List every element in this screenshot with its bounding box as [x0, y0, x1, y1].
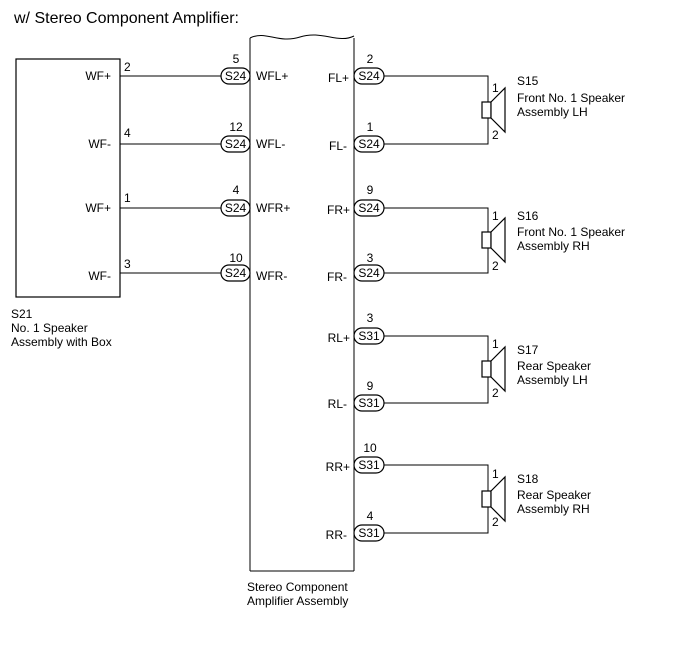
connector-pin-number: 10 — [229, 251, 243, 265]
connector-code: S24 — [358, 266, 380, 280]
connector-code: S24 — [225, 201, 247, 215]
connector-code: S31 — [358, 458, 380, 472]
subwoofer-name-line1: No. 1 Speaker — [11, 321, 88, 335]
connector-code: S24 — [225, 266, 247, 280]
speaker-name-line1: Front No. 1 Speaker — [517, 225, 625, 239]
speaker-icon — [481, 86, 506, 134]
amp-terminal-label: WFL- — [256, 137, 285, 151]
speaker-icon — [481, 216, 506, 264]
amplifier-box — [249, 34, 355, 572]
subwoofer-wire-4: WF- 3 S24 10 WFR- — [88, 251, 287, 283]
amp-terminal-label: FR- — [327, 270, 347, 284]
connector-code: S31 — [358, 396, 380, 410]
connector-code: S24 — [358, 137, 380, 151]
amp-terminal-label: FL- — [329, 139, 347, 153]
sub-pin-number: 1 — [124, 191, 131, 205]
amp-terminal-label: RR+ — [326, 460, 350, 474]
sub-terminal-label: WF- — [88, 269, 111, 283]
connector-pin-number: 9 — [367, 379, 374, 393]
amplifier-label-line2: Amplifier Assembly — [247, 594, 348, 608]
amp-terminal-label: FL+ — [328, 71, 349, 85]
connector-pill — [220, 135, 251, 153]
speaker-name-line1: Front No. 1 Speaker — [517, 91, 625, 105]
amp-terminal-label: RR- — [326, 528, 347, 542]
subwoofer-name-line2: Assembly with Box — [11, 335, 112, 349]
speaker-pin-number: 2 — [492, 128, 499, 142]
connector-pin-number: 10 — [363, 441, 377, 455]
connector-pin-number: 4 — [367, 509, 374, 523]
sub-terminal-label: WF+ — [85, 69, 111, 83]
speaker-code: S15 — [517, 74, 539, 88]
diagram-title: w/ Stereo Component Amplifier: — [13, 10, 239, 27]
speaker-icon — [481, 475, 506, 523]
speaker-pin-number: 2 — [492, 386, 499, 400]
subwoofer-code: S21 — [11, 307, 33, 321]
speaker-code: S16 — [517, 209, 539, 223]
sub-pin-number: 4 — [124, 126, 131, 140]
amp-terminal-label: WFL+ — [256, 69, 288, 83]
speaker-pin-number: 1 — [492, 337, 499, 351]
speaker-pin-number: 1 — [492, 209, 499, 223]
speaker-name-line1: Rear Speaker — [517, 359, 591, 373]
connector-code: S24 — [358, 201, 380, 215]
connector-pin-number: 1 — [367, 120, 374, 134]
connector-pill — [220, 199, 251, 217]
connector-code: S31 — [358, 526, 380, 540]
connector-pin-number: 2 — [367, 52, 374, 66]
speaker-name-line2: Assembly LH — [517, 373, 588, 387]
connector-pin-number: 3 — [367, 251, 374, 265]
subwoofer-wire-2: WF- 4 S24 12 WFL- — [88, 120, 285, 153]
speaker-group-s16: FR+ 9 S24 FR- 3 S24 1 2 S16 Front No. 1 … — [327, 183, 625, 284]
connector-pin-number: 9 — [367, 183, 374, 197]
speaker-code: S17 — [517, 343, 539, 357]
connector-pill — [220, 264, 251, 282]
subwoofer-wire-1: WF+ 2 S24 5 WFL+ — [85, 52, 288, 85]
connector-pin-number: 3 — [367, 311, 374, 325]
connector-pin-number: 4 — [233, 183, 240, 197]
subwoofer-wire-3: WF+ 1 S24 4 WFR+ — [85, 183, 290, 217]
speaker-name-line2: Assembly RH — [517, 239, 590, 253]
speaker-name-line2: Assembly RH — [517, 502, 590, 516]
amplifier-label-line1: Stereo Component — [247, 580, 348, 594]
speaker-pin-number: 1 — [492, 81, 499, 95]
sub-terminal-label: WF- — [88, 137, 111, 151]
speaker-group-s17: RL+ 3 S31 RL- 9 S31 1 2 S17 Rear Speaker… — [328, 311, 591, 412]
sub-pin-number: 3 — [124, 257, 131, 271]
amp-terminal-label: WFR+ — [256, 201, 290, 215]
subwoofer-box — [15, 58, 121, 298]
speaker-icon — [481, 345, 506, 393]
speaker-group-s18: RR+ 10 S31 RR- 4 S31 1 2 S18 Rear Speake… — [326, 441, 591, 542]
speaker-name-line1: Rear Speaker — [517, 488, 591, 502]
connector-pin-number: 12 — [229, 120, 243, 134]
speaker-group-s15: FL+ 2 S24 FL- 1 S24 1 2 S15 Front No. 1 … — [328, 52, 625, 153]
connector-code: S24 — [225, 69, 247, 83]
connector-pin-number: 5 — [233, 52, 240, 66]
speaker-pin-number: 2 — [492, 515, 499, 529]
speaker-pin-number: 2 — [492, 259, 499, 273]
amp-terminal-label: WFR- — [256, 269, 287, 283]
connector-code: S24 — [225, 137, 247, 151]
speaker-pin-number: 1 — [492, 467, 499, 481]
connector-pill — [220, 67, 251, 85]
amp-terminal-label: RL+ — [328, 331, 350, 345]
speaker-name-line2: Assembly LH — [517, 105, 588, 119]
speaker-code: S18 — [517, 472, 539, 486]
connector-code: S24 — [358, 69, 380, 83]
connector-code: S31 — [358, 329, 380, 343]
sub-terminal-label: WF+ — [85, 201, 111, 215]
amp-terminal-label: RL- — [328, 397, 347, 411]
sub-pin-number: 2 — [124, 60, 131, 74]
amp-terminal-label: FR+ — [327, 203, 350, 217]
